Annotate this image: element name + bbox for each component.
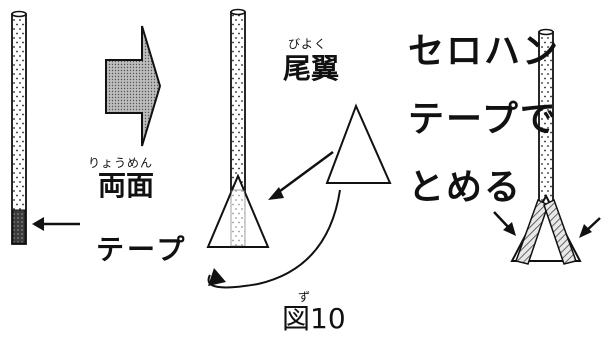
arrow-left-tape-icon [493, 211, 516, 236]
ruby-double-sided: りょうめん [88, 156, 154, 170]
tail-wing-attached [206, 173, 270, 248]
straw-step1 [11, 10, 27, 245]
label-tape: テープ [96, 233, 188, 266]
process-arrow-icon [105, 25, 162, 147]
straw-step2 [230, 8, 246, 199]
label-tail-wing: 尾翼 [283, 52, 340, 85]
arrow-wing-to-straw-icon [268, 150, 334, 200]
ruby-tail-wing: びよく [288, 37, 328, 51]
curved-arrow-tape-icon [207, 189, 341, 289]
instruction-line1: セロハン [408, 31, 561, 72]
tail-wing-piece [325, 103, 392, 184]
arrow-to-tape-icon [32, 217, 80, 231]
instruction-line3: とめる [408, 167, 523, 208]
caption-ruby: ず [298, 290, 312, 304]
arrow-right-tape-icon [579, 217, 601, 238]
label-double-sided: 両面 [98, 169, 155, 202]
figure-caption: 図10 [282, 302, 346, 335]
tail-wing-taped [510, 193, 582, 265]
instruction-line2: テープで [408, 99, 558, 140]
